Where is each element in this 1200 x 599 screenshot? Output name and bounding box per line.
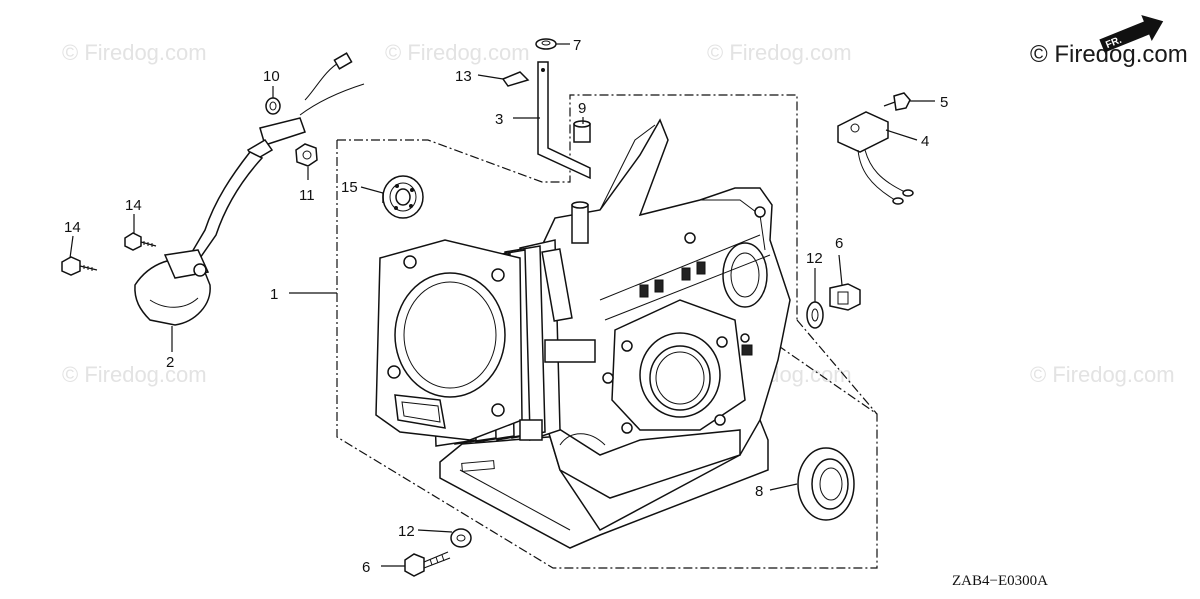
watermark-text: © Firedog.com — [62, 40, 207, 65]
ignition-coil — [134, 52, 365, 326]
callout-6-right-label: 6 — [835, 235, 843, 252]
watermark-text: © Firedog.com — [62, 362, 207, 387]
callout-14-lower-label: 14 — [64, 219, 81, 236]
oil-alert-switch — [837, 111, 914, 205]
callout-13-label: 13 — [455, 68, 472, 85]
leader-lines — [69, 43, 935, 567]
callout-12-bottom-label: 12 — [398, 523, 415, 540]
drain-plug-bolt — [404, 551, 451, 577]
crankcase-block — [439, 118, 791, 549]
callout-labels: 1 2 3 4 5 6 6 7 8 9 10 11 12 12 13 14 14… — [64, 37, 948, 576]
callout-9-label: 9 — [578, 100, 586, 117]
watermark-text: © Firedog.com — [1030, 362, 1175, 387]
sealing-washer — [806, 301, 824, 329]
callout-7-label: 7 — [573, 37, 581, 54]
washer — [535, 38, 557, 50]
assembly-frame — [336, 94, 878, 569]
ball-bearing — [382, 175, 424, 219]
watermark-text: © Firedog.com — [707, 40, 852, 65]
callout-8-label: 8 — [755, 483, 763, 500]
flange-bolt — [883, 92, 911, 111]
callout-5-label: 5 — [940, 94, 948, 111]
watermark-text: © Firedog.com — [385, 40, 530, 65]
callout-3-label: 3 — [495, 111, 503, 128]
drain-plug-bolt — [829, 283, 861, 311]
callout-1-label: 1 — [270, 286, 278, 303]
callout-15-label: 15 — [341, 179, 358, 196]
stay-bracket — [501, 61, 591, 180]
diagram-code: ZAB4−E0300A — [952, 573, 1048, 589]
bolt — [61, 256, 98, 276]
callout-4-label: 4 — [921, 133, 929, 150]
collar — [573, 120, 591, 143]
o-ring — [265, 97, 281, 115]
oil-seal — [797, 447, 855, 521]
callout-10-label: 10 — [263, 68, 280, 85]
cylinder-barrel — [375, 239, 596, 447]
callout-11-label: 11 — [299, 187, 315, 204]
callout-14-upper-label: 14 — [125, 197, 142, 214]
callout-2-label: 2 — [166, 354, 174, 371]
bolt — [124, 232, 157, 251]
callout-12-right-label: 12 — [806, 250, 823, 267]
sealing-washer — [450, 528, 472, 548]
nut — [295, 143, 318, 167]
callout-6-bottom-label: 6 — [362, 559, 370, 576]
